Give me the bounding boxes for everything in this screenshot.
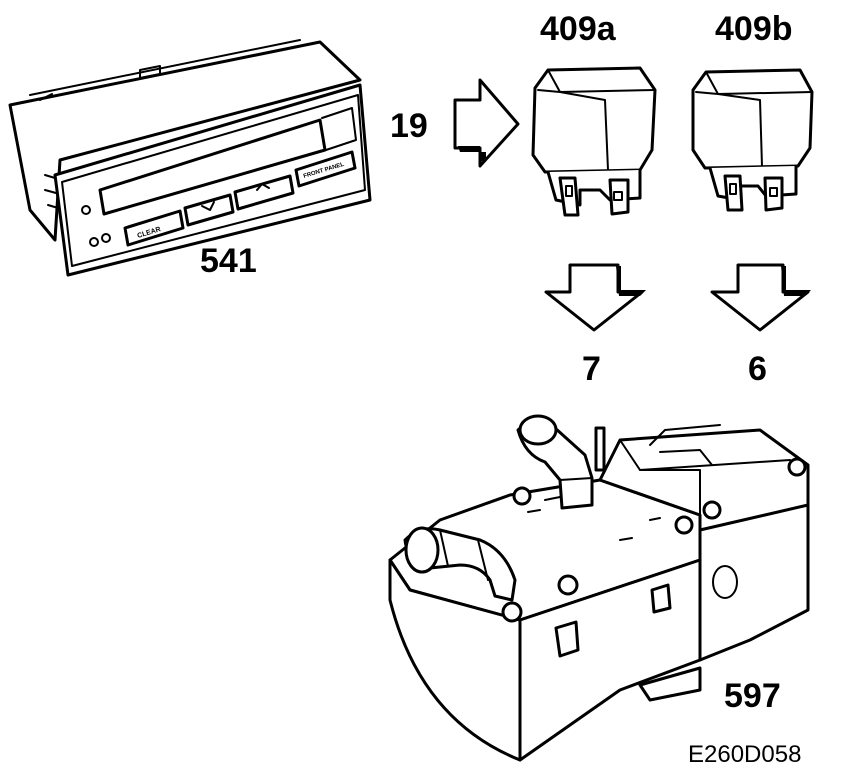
label-597: 597 — [724, 677, 781, 715]
label-19: 19 — [390, 107, 428, 145]
heater-597 — [388, 414, 810, 762]
label-7: 7 — [582, 350, 601, 388]
relay-409a — [531, 66, 657, 217]
clear-button — [123, 209, 185, 247]
figure-reference: E260D058 — [688, 741, 801, 768]
arrow-down-7 — [544, 263, 644, 332]
arrow-right-19 — [453, 78, 520, 168]
label-541: 541 — [200, 242, 257, 280]
up-button — [233, 174, 295, 211]
arrow-down-6 — [710, 263, 810, 332]
front-panel-button — [294, 150, 357, 188]
control-panel-541: CLEAR FRONT PANEL — [8, 39, 372, 277]
relay-409b — [691, 68, 814, 212]
label-6: 6 — [748, 350, 767, 388]
label-409b: 409b — [715, 10, 793, 48]
label-409a: 409a — [540, 10, 617, 48]
